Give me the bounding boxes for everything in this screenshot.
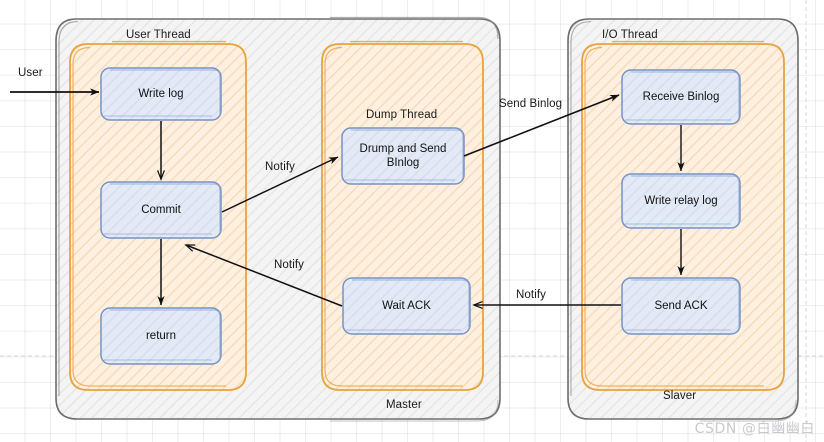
lane-title-user-thread: User Thread: [126, 29, 191, 41]
node-receive-binlog: [621, 69, 741, 125]
node-write-log: [100, 67, 222, 121]
lane-dump-thread: [321, 40, 484, 391]
edge-wait-ack-to-commit: [184, 244, 343, 307]
lane-title-dump-thread: Dump Thread: [366, 109, 438, 121]
edge-label-send-ack-to-wait-ack: Notify: [516, 289, 546, 301]
node-send-ack: [621, 277, 741, 335]
csdn-watermark: CSDN @白幽幽白: [694, 421, 815, 437]
edge-label-send-binlog: Send Binlog: [499, 98, 563, 110]
edge-commit-to-dump: [221, 156, 339, 213]
container-title-master: Master: [386, 399, 422, 411]
edge-label-user: User: [18, 67, 43, 79]
node-wait-ack: [342, 277, 471, 335]
edge-label-commit-to-dump: Notify: [265, 161, 295, 173]
node-return: [100, 307, 222, 365]
node-dump-and-send-binlog: [341, 127, 465, 185]
lane-title-io-thread: I/O Thread: [602, 29, 658, 41]
node-commit: [100, 181, 222, 239]
node-write-relay-log: [621, 173, 741, 229]
container-title-slaver: Slaver: [663, 390, 697, 402]
edge-dump-to-receive-binlog: [463, 94, 620, 157]
edge-label-wait-ack-to-commit: Notify: [274, 259, 304, 271]
